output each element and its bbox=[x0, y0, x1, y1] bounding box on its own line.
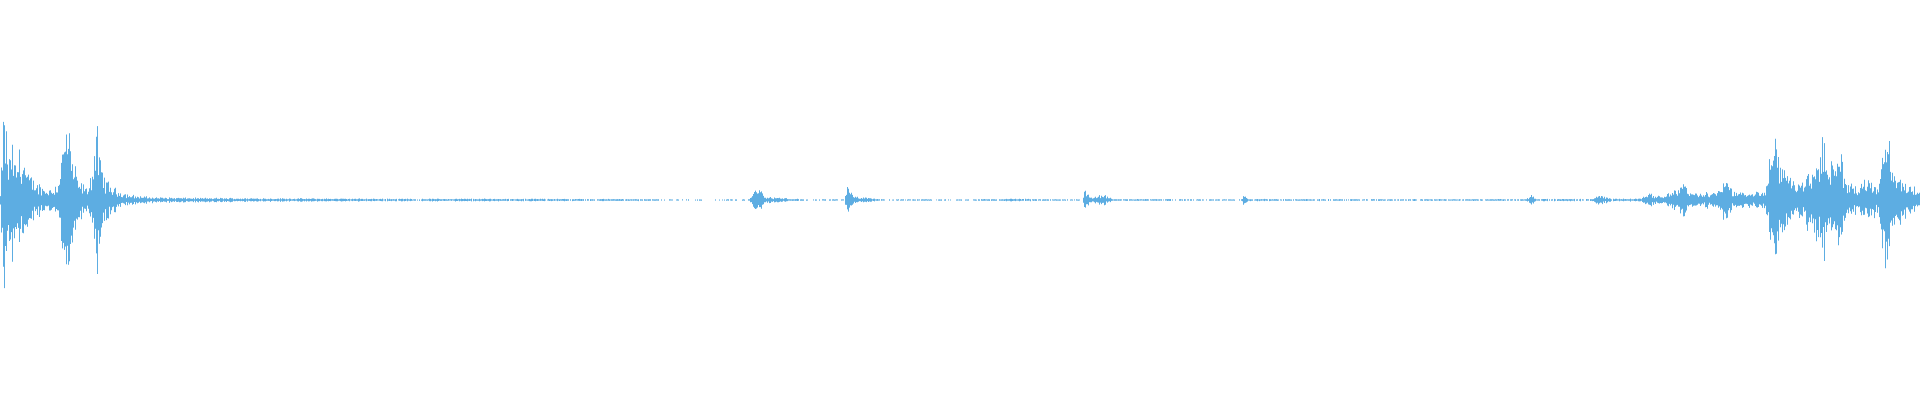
waveform-bars bbox=[0, 121, 1920, 289]
waveform-path bbox=[0, 121, 1920, 289]
